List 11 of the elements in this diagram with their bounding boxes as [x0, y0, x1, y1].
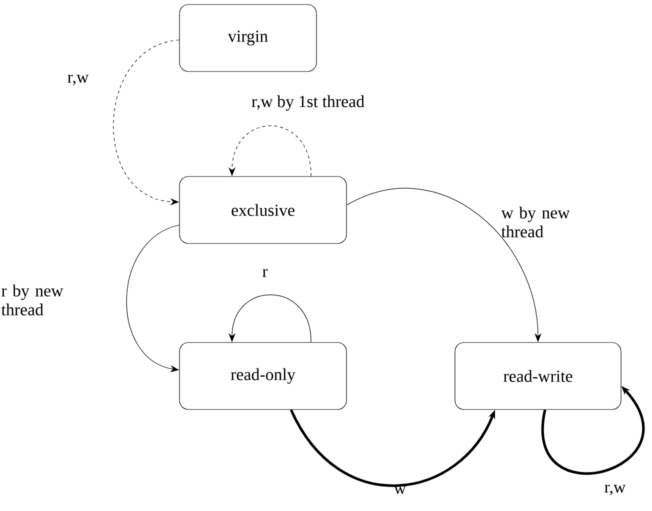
state-box: exclusive — [179, 176, 347, 244]
edge-label: w by new thread — [501, 206, 570, 238]
state-box: virgin — [179, 4, 317, 72]
state-box: read-write — [454, 342, 622, 410]
edge-label: r,w — [68, 74, 89, 86]
state-box: read-only — [179, 342, 347, 410]
edge-label: r by new thread — [1, 284, 64, 316]
edge-label: r,w — [604, 484, 626, 496]
edge-label: r — [262, 269, 268, 277]
edge-label: r,w by 1st thread — [252, 95, 364, 111]
arrow — [290, 409, 496, 487]
